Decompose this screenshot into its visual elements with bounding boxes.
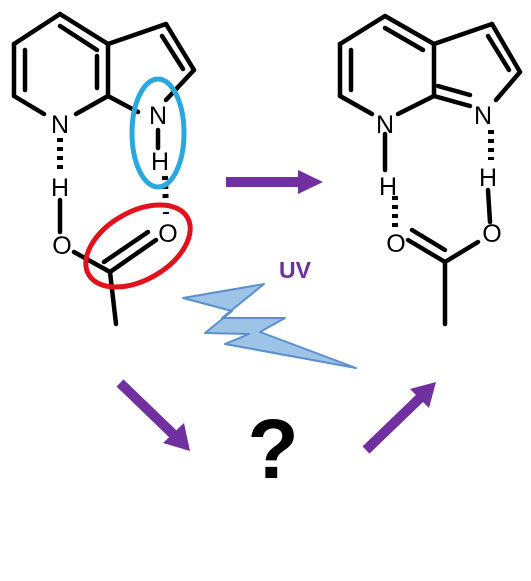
bond — [431, 21, 495, 47]
bond — [101, 229, 151, 265]
bond — [163, 67, 197, 103]
bond — [159, 33, 186, 72]
bond — [442, 239, 481, 265]
unknown-intermediate-label: ? — [247, 402, 298, 496]
uv-label: UV — [279, 257, 312, 283]
bond — [431, 93, 473, 109]
atom-h-pyridine: H — [379, 173, 397, 201]
direct-arrow — [226, 170, 323, 194]
atom-n-pyrrole: N — [149, 102, 167, 130]
bond — [395, 93, 437, 117]
atom-h-acid: H — [51, 174, 69, 202]
bond — [57, 11, 111, 47]
atom-n-pyridine: N — [376, 111, 394, 139]
atom-o-carbonyl: O — [158, 220, 177, 248]
bond — [337, 93, 375, 117]
bond — [485, 187, 493, 225]
bond — [382, 13, 437, 47]
carbonyl-highlight-ellipse — [83, 202, 193, 290]
nh-highlight-ellipse — [129, 76, 187, 190]
bond — [11, 93, 47, 117]
bond — [493, 69, 523, 103]
atom-o-right: O — [482, 220, 501, 248]
bond — [11, 11, 63, 47]
atom-o-left: O — [386, 230, 405, 258]
bond — [163, 21, 197, 73]
bond — [107, 269, 119, 327]
atom-h-pyrrole: H — [151, 148, 169, 176]
arrow-from-intermediate — [362, 382, 436, 454]
lightning-bolt-icon — [182, 283, 357, 369]
right-molecule — [337, 13, 523, 327]
bond — [435, 83, 473, 98]
atom-n-pyrrole: N — [474, 102, 492, 130]
atom-o-hydroxyl: O — [52, 232, 71, 260]
atom-n-pyridine: N — [51, 111, 69, 139]
left-atom-labels: N N H H O O — [51, 102, 178, 260]
bond — [71, 249, 113, 275]
atom-h-pyrrole: H — [479, 164, 497, 192]
bond — [405, 237, 448, 265]
bond — [337, 13, 388, 47]
bond — [57, 23, 100, 53]
bond — [105, 21, 169, 47]
bond — [73, 93, 111, 117]
hydrogen-bond — [162, 175, 169, 215]
bond — [382, 25, 426, 53]
bond — [107, 237, 159, 275]
arrow-to-intermediate — [116, 379, 190, 451]
right-atom-labels: N H N H O O — [376, 102, 502, 258]
bond — [485, 33, 512, 73]
bond — [409, 227, 448, 253]
bond — [489, 21, 523, 75]
